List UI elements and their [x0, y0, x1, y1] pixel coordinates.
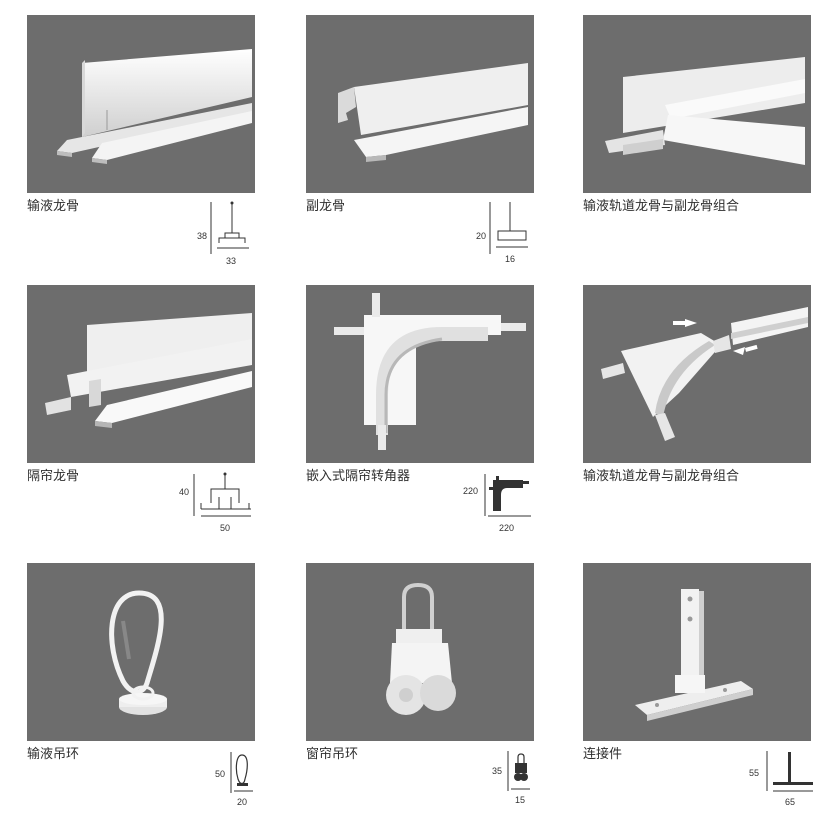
infusion-hook-icon: 50 20 [215, 747, 265, 819]
curtain-keel-profile-icon: 40 50 [179, 469, 259, 541]
infusion-track-combination-image [605, 57, 805, 165]
product-photo-track-combination [583, 15, 811, 193]
product-name: 输液轨道龙骨与副龙骨组合 [583, 469, 740, 484]
curtain-keel-image [45, 313, 252, 428]
height-dimension: 50 [215, 769, 225, 779]
height-dimension: 220 [463, 486, 478, 496]
product-name: 输液龙骨 [27, 199, 80, 214]
width-dimension: 220 [499, 523, 514, 533]
width-dimension: 65 [785, 797, 795, 807]
product-name: 嵌入式隔帘转角器 [306, 469, 411, 484]
product-photo-connector [583, 563, 811, 741]
product-name: 副龙骨 [306, 199, 346, 214]
height-dimension: 40 [179, 487, 189, 497]
product-photo-curtain-keel [27, 285, 255, 463]
t-connector-icon: 55 65 [749, 747, 815, 819]
product-photo-secondary-keel [306, 15, 534, 193]
infusion-hook-image [109, 590, 167, 715]
width-dimension: 20 [237, 797, 247, 807]
product-name: 连接件 [583, 747, 623, 762]
product-photo-curtain-runner [306, 563, 534, 741]
width-dimension: 50 [220, 523, 230, 533]
infusion-keel-profile-icon: 38 33 [197, 199, 257, 271]
secondary-keel-profile-icon: 20 16 [476, 199, 536, 271]
product-photo-corner-connector [306, 285, 534, 463]
connector-image [635, 589, 753, 721]
height-dimension: 38 [197, 231, 207, 241]
product-name: 窗帘吊环 [306, 747, 359, 762]
height-dimension: 55 [749, 768, 759, 778]
infusion-keel-image [57, 49, 252, 164]
corner-connector-icon: 220 220 [463, 469, 533, 541]
secondary-keel-image [338, 63, 528, 162]
corner-connector-image [334, 293, 526, 450]
product-name: 输液吊环 [27, 747, 80, 762]
product-photo-infusion-hook [27, 563, 255, 741]
curtain-runner-image [386, 582, 456, 715]
product-name: 隔帘龙骨 [27, 469, 80, 484]
width-dimension: 33 [226, 256, 236, 266]
width-dimension: 16 [505, 254, 515, 264]
infusion-track-assembly-image [601, 307, 808, 441]
product-name: 输液轨道龙骨与副龙骨组合 [583, 199, 740, 214]
product-photo-track-assembly [583, 285, 811, 463]
curtain-runner-icon: 35 15 [492, 747, 542, 819]
height-dimension: 20 [476, 231, 486, 241]
product-photo-infusion-keel [27, 15, 255, 193]
height-dimension: 35 [492, 766, 502, 776]
width-dimension: 15 [515, 795, 525, 805]
